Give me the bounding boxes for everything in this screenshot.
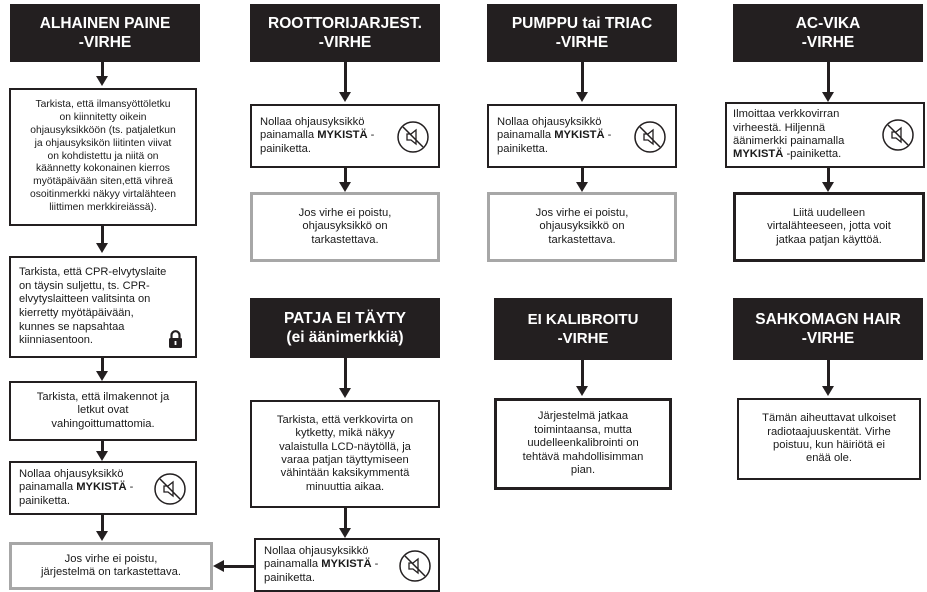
connector bbox=[101, 358, 104, 373]
header-line: EI KALIBROITU bbox=[527, 311, 639, 328]
step-reconnect-power: Liitä uudelleen virtalähteeseen, jotta v… bbox=[733, 192, 925, 262]
header-line: -VIRHE bbox=[318, 34, 372, 51]
step-recalibrate: Järjestelmä jatkaa toimintaansa, mutta u… bbox=[494, 398, 672, 490]
header-mattress-not-inflating: PATJA EI TÄYTY (ei äänimerkkiä) bbox=[250, 298, 440, 358]
mute-button-label: MYKISTÄ bbox=[554, 129, 605, 142]
arrow-down bbox=[822, 386, 834, 396]
arrow-down bbox=[339, 92, 351, 102]
arrow-down bbox=[822, 92, 834, 102]
connector bbox=[101, 226, 104, 245]
mute-speaker-icon bbox=[154, 473, 186, 505]
connector bbox=[581, 360, 584, 388]
connector bbox=[581, 168, 584, 184]
step-rf-interference: Tämän aiheuttavat ulkoiset radiotaajuusk… bbox=[737, 398, 921, 480]
step-system-inspect: Jos virhe ei poistu, järjestelmä on tark… bbox=[9, 542, 213, 590]
step-check-cpr: Tarkista, että CPR-elvytyslaite on täysi… bbox=[9, 256, 197, 358]
mute-speaker-icon bbox=[882, 119, 914, 151]
header-line: -VIRHE bbox=[801, 34, 855, 51]
mute-speaker-icon bbox=[634, 121, 666, 153]
connector bbox=[827, 62, 830, 94]
header-line: -VIRHE bbox=[555, 34, 609, 51]
header-line: -VIRHE bbox=[557, 330, 609, 347]
header-line: AC-VIKA bbox=[795, 15, 861, 32]
arrow-down bbox=[576, 386, 588, 396]
mute-button-label: MYKISTÄ bbox=[321, 558, 372, 571]
header-line: -VIRHE bbox=[801, 330, 855, 347]
mute-button-label: MYKISTÄ bbox=[317, 129, 368, 142]
arrow-down bbox=[576, 182, 588, 192]
header-line: ROOTTORIJARJEST. bbox=[268, 15, 422, 32]
step-check-mains-power: Tarkista, että verkkovirta on kytketty, … bbox=[250, 400, 440, 508]
step-reset-mute: Nollaa ohjausyksikkö painamalla MYKISTÄ … bbox=[9, 461, 197, 515]
header-line: PATJA EI TÄYTY bbox=[283, 310, 406, 327]
mute-button-label: MYKISTÄ bbox=[733, 148, 784, 161]
arrow-down bbox=[339, 528, 351, 538]
arrow-down bbox=[576, 92, 588, 102]
header-line: -VIRHE bbox=[78, 34, 132, 51]
header-rotor-error: ROOTTORIJARJEST. -VIRHE bbox=[250, 4, 440, 62]
step-check-air-hose: Tarkista, että ilmansyöttöletku on kiinn… bbox=[9, 88, 197, 226]
arrow-down bbox=[96, 243, 108, 253]
lock-icon bbox=[169, 330, 182, 348]
step-unit-inspect: Jos virhe ei poistu, ohjausyksikkö on ta… bbox=[250, 192, 440, 262]
connector bbox=[827, 168, 830, 184]
step-reset-mute: Nollaa ohjausyksikkö painamalla MYKISTÄ … bbox=[487, 104, 677, 168]
header-pump-triac-error: PUMPPU tai TRIAC -VIRHE bbox=[487, 4, 677, 62]
header-line: ALHAINEN PAINE bbox=[39, 15, 171, 32]
connector bbox=[101, 62, 104, 78]
step-unit-inspect: Jos virhe ei poistu, ohjausyksikkö on ta… bbox=[487, 192, 677, 262]
header-line: PUMPPU tai TRIAC bbox=[511, 15, 653, 32]
mute-speaker-icon bbox=[399, 550, 431, 582]
arrow-left bbox=[213, 560, 224, 572]
mute-speaker-icon bbox=[397, 121, 429, 153]
header-ac-fault-error: AC-VIKA -VIRHE bbox=[733, 4, 923, 62]
header-low-pressure-error: ALHAINEN PAINE -VIRHE bbox=[10, 4, 200, 62]
arrow-down bbox=[96, 451, 108, 461]
header-line: SAHKOMAGN HAIR bbox=[755, 311, 901, 328]
arrow-down bbox=[339, 388, 351, 398]
connector bbox=[101, 441, 104, 453]
connector bbox=[827, 360, 830, 388]
arrow-down bbox=[822, 182, 834, 192]
header-not-calibrated-error: EI KALIBROITU -VIRHE bbox=[494, 298, 672, 360]
step-reset-mute: Nollaa ohjausyksikkö painamalla MYKISTÄ … bbox=[254, 538, 440, 592]
connector bbox=[581, 62, 584, 94]
arrow-down bbox=[339, 182, 351, 192]
connector bbox=[344, 358, 347, 390]
connector bbox=[101, 515, 104, 533]
step-reset-mute: Nollaa ohjausyksikkö painamalla MYKISTÄ … bbox=[250, 104, 440, 168]
arrow-down bbox=[96, 76, 108, 86]
step-ac-mute: Ilmoittaa verkkovirran virheestä. Hiljen… bbox=[725, 102, 925, 168]
connector bbox=[344, 508, 347, 530]
header-electromagnetic-interference-error: SAHKOMAGN HAIR -VIRHE bbox=[733, 298, 923, 360]
arrow-down bbox=[96, 371, 108, 381]
arrow-down bbox=[96, 531, 108, 541]
connector bbox=[344, 62, 347, 94]
mute-button-label: MYKISTÄ bbox=[76, 481, 127, 494]
step-check-air-cells: Tarkista, että ilmakennot ja letkut ovat… bbox=[9, 381, 197, 441]
header-line: (ei äänimerkkiä) bbox=[286, 329, 404, 346]
connector bbox=[344, 168, 347, 184]
connector bbox=[222, 565, 254, 568]
